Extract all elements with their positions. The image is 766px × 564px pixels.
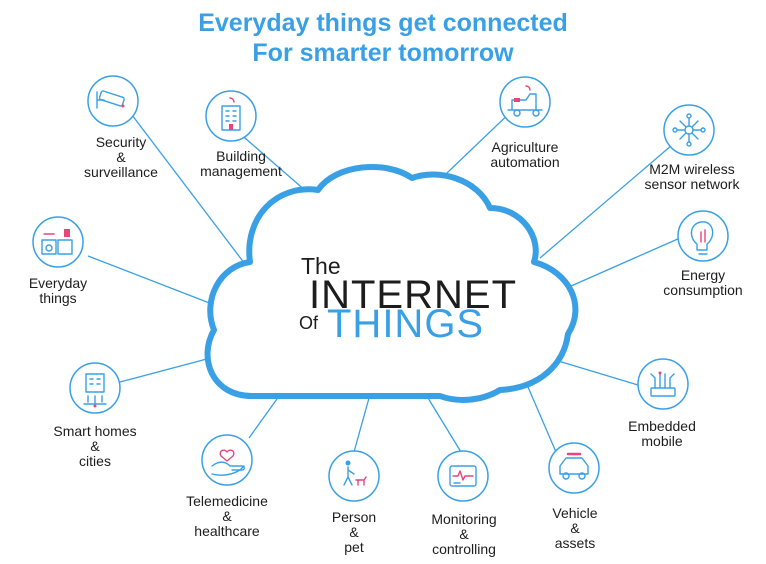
- car-icon: [559, 452, 589, 480]
- lightbulb-icon: [690, 221, 714, 255]
- appliances-icon: [41, 229, 73, 255]
- connector-person: [353, 397, 370, 453]
- connector-smarthomes: [119, 355, 219, 383]
- node-circle-vehicle: [548, 442, 600, 494]
- center-things-text: THINGS: [327, 302, 485, 346]
- node-circle-monitoring: [437, 450, 489, 502]
- connector-monitoring: [427, 397, 462, 453]
- node-circle-m2m: [663, 104, 715, 156]
- node-circle-agriculture: [499, 76, 551, 128]
- headline-line-2: For smarter tomorrow: [252, 39, 514, 67]
- node-circle-person: [328, 450, 380, 502]
- chip-icon: [650, 371, 676, 397]
- hand-heart-icon: [211, 449, 245, 476]
- connector-lines: [87, 106, 681, 453]
- center-the-text: The: [301, 253, 341, 279]
- node-circle-security: [87, 75, 139, 127]
- connector-embedded: [554, 359, 639, 386]
- node-circle-energy: [677, 210, 729, 262]
- building-icon: [221, 97, 241, 131]
- connector-energy: [561, 237, 681, 291]
- label-person: Person&pet: [331, 509, 377, 555]
- center-internet-text: INTERNET: [309, 273, 517, 317]
- smart-city-icon: [83, 373, 107, 408]
- connector-everyday: [87, 255, 213, 305]
- network-hub-icon: [672, 113, 706, 147]
- cctv-camera-icon: [96, 90, 125, 109]
- tractor-icon: [507, 85, 543, 117]
- connector-m2m: [539, 144, 673, 259]
- connector-building: [237, 131, 308, 193]
- label-vehicle: Vehicle&assets: [552, 505, 598, 551]
- connector-vehicle: [527, 386, 557, 453]
- node-circle-embedded: [637, 358, 689, 410]
- node-circle-telemedicine: [201, 434, 253, 486]
- center-of-text: Of: [299, 313, 319, 333]
- node-circle-smarthomes: [69, 362, 121, 414]
- node-circle-building: [205, 90, 257, 142]
- label-smarthomes: Smart homes&cities: [53, 423, 137, 469]
- label-telemedicine: Telemedicine&healthcare: [186, 493, 268, 539]
- headline-line-1: Everyday things get connected: [198, 9, 568, 37]
- person-dog-icon: [343, 460, 367, 486]
- label-security: Security&surveillance: [84, 134, 158, 180]
- label-monitoring: Monitoring&controlling: [431, 511, 497, 557]
- connector-telemedicine: [248, 391, 283, 439]
- cloud-shape: [204, 164, 579, 403]
- connector-security: [131, 114, 249, 269]
- monitor-icon: [449, 465, 477, 487]
